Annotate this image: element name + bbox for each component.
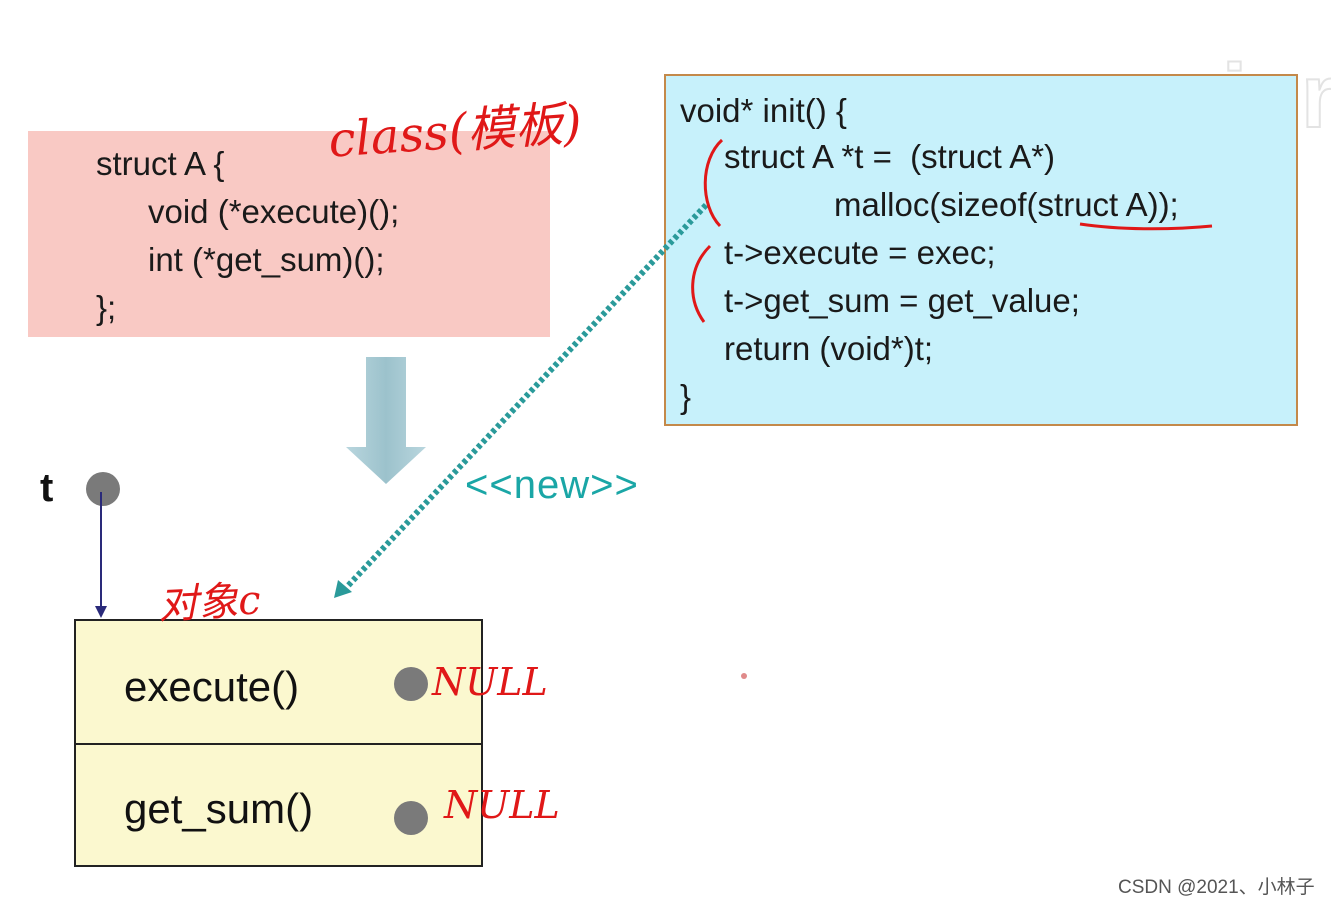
code-line: malloc(sizeof(struct A)); <box>834 186 1179 223</box>
code-line: return (void*)t; <box>724 330 934 367</box>
get-sum-pointer-dot <box>394 801 428 835</box>
handwritten-bracket <box>691 244 712 323</box>
code-line: } <box>680 378 692 415</box>
init-function-box: void* init() { struct A *t = (struct A*)… <box>664 74 1298 426</box>
stray-mark <box>741 673 747 679</box>
t-pointer-arrowhead <box>95 606 107 618</box>
code-line: t->get_sum = get_value; <box>724 282 1080 319</box>
struct-line: struct A { <box>96 145 225 182</box>
new-stereotype-label: <<new>> <box>465 463 639 507</box>
object-instance-box: execute() get_sum() <box>74 619 483 867</box>
variable-t-label: t <box>40 466 54 510</box>
field-divider <box>76 743 481 745</box>
transform-down-arrow <box>346 357 426 484</box>
handwritten-bracket <box>703 138 724 228</box>
csdn-credit: CSDN @2021、小林子 <box>1118 877 1315 898</box>
struct-line: void (*execute)(); <box>148 193 400 230</box>
struct-line: }; <box>96 289 117 326</box>
handwritten-null-execute: NULL <box>432 660 548 704</box>
struct-line: int (*get_sum)(); <box>148 241 385 278</box>
pointer-dot <box>86 472 120 506</box>
handwritten-null-get-sum: NULL <box>444 783 560 827</box>
field-execute: execute() <box>124 663 300 710</box>
code-line: void* init() { <box>680 92 847 129</box>
new-arrowhead <box>334 580 352 598</box>
field-get-sum: get_sum() <box>124 785 314 832</box>
code-line: struct A *t = (struct A*) <box>724 138 1056 175</box>
struct-definition-box: struct A { void (*execute)(); int (*get_… <box>28 131 550 337</box>
handwritten-underline <box>1079 222 1213 231</box>
execute-pointer-dot <box>394 667 428 701</box>
code-line: t->execute = exec; <box>724 234 996 271</box>
